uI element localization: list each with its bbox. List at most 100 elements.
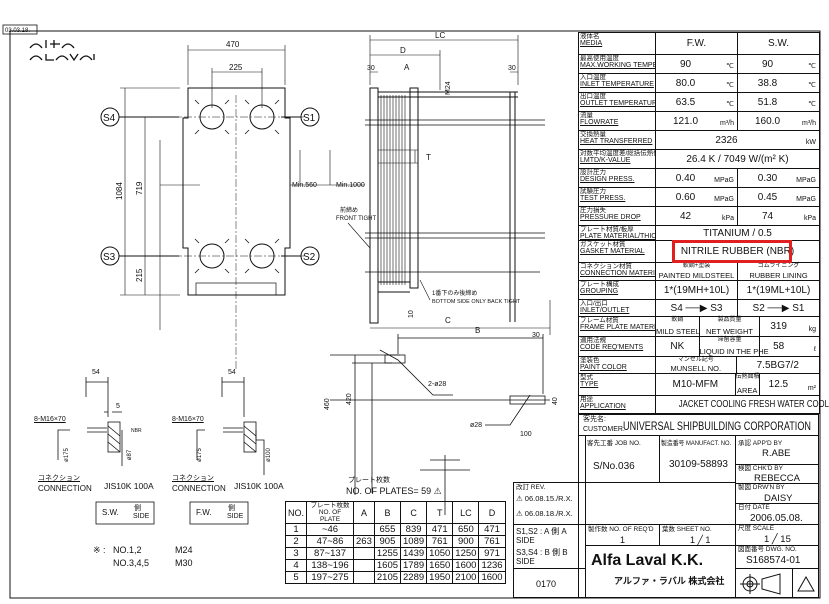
spec-label-en: GASKET MATERIAL [580, 248, 645, 255]
front-view [120, 45, 365, 370]
spec-label-en: TEST PRESS. [580, 195, 626, 202]
spec-label-en: HEAT TRANSFERRED [580, 138, 653, 145]
spec-cell-unit: ℃ [726, 101, 734, 108]
plates-cell: 1439 [400, 547, 428, 560]
spec-cell-unit: MPaG [714, 177, 734, 184]
dim-lc: LC [435, 31, 445, 40]
spec-cell-value: TITANIUM / 0.5 [703, 227, 772, 239]
plates-header-cell: LC [452, 501, 480, 524]
spec-cell: 26.4 K / 7049 W/(m² K) [656, 150, 819, 168]
plates-header-cell: NO. [284, 501, 308, 524]
spec-cell-jp: ゴムライニング [757, 263, 800, 269]
fw-dia-inner: ø100 [265, 448, 272, 462]
spec-label-en: MAX.WORKING TEMPERATURE [580, 62, 656, 69]
plates-cell: 47~86 [306, 535, 355, 548]
customer-row: 客先名: CUSTOMER: UNIVERSAL SHIPBUILDING CO… [578, 414, 819, 436]
plates-cell: 2 [284, 535, 308, 548]
plates-header-cell: T [426, 501, 454, 524]
sw-side-name: S.W. [102, 508, 119, 517]
spec-label-jp: 交換熱量 [580, 131, 606, 138]
plates-cell: 4 [284, 559, 308, 572]
spec-cell-value: 26.4 K / 7049 W/(m² K) [686, 153, 789, 165]
spec-row-label: 対数平均温度差/総括伝熱係数LMTD/K-VALUE [579, 150, 656, 168]
back-tight-label: BOTTOM SIDE ONLY BACK TIGHT [432, 299, 521, 305]
plates-cell [353, 559, 375, 572]
manufact-no-label: 製造番号 MANUFACT. NO. [661, 440, 732, 447]
spec-label-jp: 出口温度 [580, 93, 606, 100]
spec-cell-unit: ℃ [726, 82, 734, 89]
spec-cell: 63.5℃ [656, 93, 738, 111]
spec-cell-jp: 軟鋼 [671, 317, 684, 323]
spec-label-en: TYPE [580, 381, 599, 388]
rev-label: 改訂 REV. [516, 484, 546, 491]
spec-label-en: APPLICATION [580, 403, 626, 410]
dim-30-left: 30 [367, 65, 375, 72]
sw-bolt-spec: 8-M16×70 [34, 416, 66, 423]
spec-cell-unit: kW [805, 139, 816, 146]
spec-cell: JACKET COOLING FRESH WATER COOLER [656, 396, 829, 413]
plates-cell [353, 523, 375, 536]
plates-cell: 761 [426, 535, 454, 548]
dim-30-right: 30 [508, 65, 516, 72]
spec-cell-unit: ℃ [726, 63, 734, 70]
plates-cell: 1089 [400, 535, 428, 548]
spec-cell-unit: ℃ [808, 82, 816, 89]
fw-connection-std: JIS10K 100A [234, 481, 284, 491]
spec-cell-unit: ℃ [808, 63, 816, 70]
sheet-label: 葉数 SHEET NO. [662, 526, 712, 533]
plates-cell: 761 [478, 535, 506, 548]
plates-header-cell: A [353, 501, 375, 524]
note-mark: ※ : [93, 545, 106, 555]
date: 2006.05.08. [750, 513, 803, 524]
dim-c: C [445, 316, 451, 325]
port-label-s1: S1 [303, 113, 316, 124]
spec-cell-value: NK [670, 341, 685, 352]
spec-cell-value: 38.8 [757, 77, 778, 89]
spec-label-jp: 液体名 [580, 33, 600, 40]
plates-cell: 1605 [373, 559, 402, 572]
plates-cell [353, 571, 375, 584]
spec-cell-unit: MPaG [796, 177, 816, 184]
plates-cell: 263 [353, 535, 375, 548]
spec-cell-value: F.W. [686, 38, 707, 49]
manufact-no: 30109-58893 [669, 459, 728, 470]
spec-cell-value: 1*(19ML+10L) [746, 284, 811, 296]
dim-40: 40 [552, 397, 559, 405]
spec-cell-value: 0.40 [675, 172, 696, 184]
dim-hole: ø28 [470, 422, 482, 429]
spec-cell: 1*(19ML+10L) [738, 281, 819, 299]
dim-port-vertical: 719 [135, 181, 144, 195]
spec-label-jp: 入口温度 [580, 74, 606, 81]
dim-460: 460 [324, 398, 331, 410]
spec-cell-value: 90 [679, 58, 692, 70]
sw-dia-inner: ø87 [127, 449, 134, 461]
plates-cell: 1789 [400, 559, 428, 572]
spec-cell-value: 58 [773, 341, 785, 352]
sw-side-box [95, 501, 155, 525]
note-line1-val: M24 [175, 545, 193, 555]
plates-cell: 138~196 [306, 559, 355, 572]
projection-symbol [735, 568, 793, 598]
dim-min560: Min.560 [292, 182, 317, 189]
scale: 1 ╱ 15 [764, 534, 791, 545]
spec-cell: 0.40 MPaG [656, 169, 738, 187]
spec-label-en: CODE REQ'MENTS [580, 344, 644, 351]
spec-label-en: LMTD/K-VALUE [580, 157, 631, 164]
plates-cell: 1 [284, 523, 308, 536]
spec-cell-value: 319 [770, 321, 787, 332]
